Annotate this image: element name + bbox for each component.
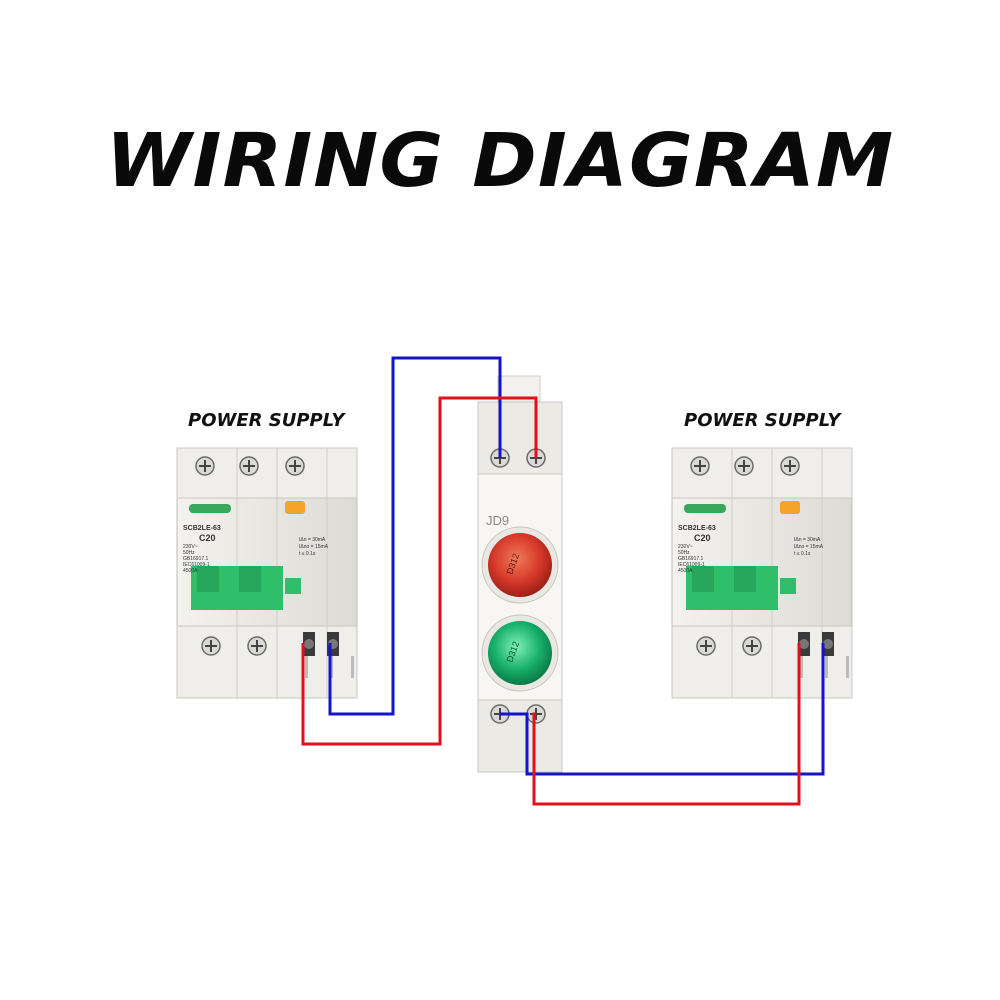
left-circuit-breaker: SCB2LE-63 C20 230V~ 50Hz GB16917.1 IEC61… (177, 448, 357, 698)
breaker-spec-line: 230V~ (678, 544, 693, 550)
breaker-spec-line: GB16917.1 (183, 556, 209, 562)
live-wire-top (301, 396, 538, 746)
breaker-trip-line: t ≤ 0.1s (794, 551, 811, 557)
breaker-spec-line: IEC61009-1 (183, 562, 210, 568)
breaker-spec-line: 4500A (183, 568, 198, 574)
neutral-wire-top (328, 356, 502, 716)
breaker-spec-line: 50Hz (183, 550, 195, 556)
neutral-wire-bottom (500, 643, 825, 776)
red-indicator-lamp (488, 533, 552, 597)
left-power-supply-label: POWER SUPPLY (188, 410, 345, 431)
breaker-trip-line: IΔno = 15mA (794, 544, 824, 550)
breaker-spec-line: GB16917.1 (678, 556, 704, 562)
breaker-trip-line: IΔno = 15mA (299, 544, 329, 550)
breaker-trip-line: IΔn = 30mA (794, 537, 821, 543)
breaker-spec-line: 50Hz (678, 550, 690, 556)
breaker-spec-line: 4500A (678, 568, 693, 574)
breaker-rating-text: C20 (199, 533, 216, 543)
breaker-trip-line: IΔn = 30mA (299, 537, 326, 543)
jd9-indicator-module: JD9 D312 D312 (477, 375, 563, 773)
indicator-model-text: JD9 (486, 513, 509, 528)
live-wire-bottom (532, 643, 801, 806)
page-title: WIRING DIAGRAM (105, 118, 895, 204)
breaker-trip-line: t ≤ 0.1s (299, 551, 316, 557)
right-circuit-breaker: SCB2LE-63 C20 230V~ 50Hz GB16917.1 IEC61… (672, 448, 852, 698)
breaker-spec-line: 230V~ (183, 544, 198, 550)
green-indicator-lamp (488, 621, 552, 685)
breaker-rating-text: C20 (694, 533, 711, 543)
breaker-spec-line: IEC61009-1 (678, 562, 705, 568)
right-power-supply-label: POWER SUPPLY (684, 410, 841, 431)
breaker-model-text: SCB2LE-63 (678, 525, 716, 532)
breaker-model-text: SCB2LE-63 (183, 525, 221, 532)
